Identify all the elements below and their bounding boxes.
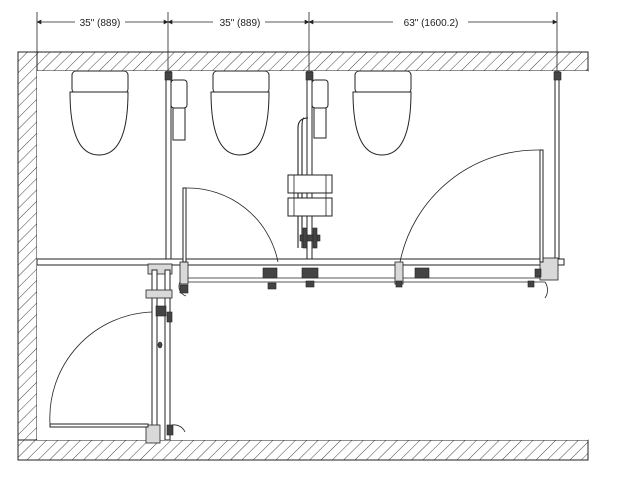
latch-icon bbox=[395, 280, 403, 288]
dimension-label-stall-2: 35" (889) bbox=[220, 18, 261, 29]
hardware bbox=[179, 267, 542, 294]
hinge-icon bbox=[179, 284, 189, 294]
hinge-icon bbox=[534, 268, 542, 278]
toilets bbox=[69, 70, 412, 156]
hinge-icon bbox=[301, 267, 319, 279]
partition-panel-1 bbox=[165, 70, 172, 262]
door-swing-icon bbox=[49, 311, 153, 428]
door-swing-icon bbox=[544, 281, 548, 299]
stall-doors bbox=[178, 149, 548, 299]
door-swing-icon bbox=[399, 149, 544, 263]
latch-icon bbox=[414, 267, 430, 279]
front-headrail bbox=[36, 257, 565, 285]
grab-bar-icon bbox=[287, 117, 333, 249]
back-wall bbox=[17, 51, 589, 72]
partition-panel-2 bbox=[306, 70, 313, 262]
dimension-label-stall-1: 35" (889) bbox=[80, 18, 121, 29]
door-swing-icon bbox=[182, 187, 279, 263]
door-swing-icon bbox=[171, 424, 186, 433]
paper-dispenser-icon bbox=[170, 79, 188, 141]
left-wall bbox=[17, 51, 38, 461]
partition-panel-3 bbox=[554, 70, 560, 262]
entry-stall bbox=[49, 263, 186, 444]
front-wall bbox=[17, 439, 589, 461]
latch-icon bbox=[267, 282, 277, 290]
dimension-label-stall-3: 63" (1600.2) bbox=[404, 18, 459, 29]
dimension-lines: 35" (889) 35" (889) 63" (1600.2) bbox=[36, 12, 558, 80]
latch-icon bbox=[527, 280, 535, 288]
hinge-icon bbox=[262, 267, 278, 279]
toilet-icon bbox=[352, 70, 412, 156]
latch-icon bbox=[305, 280, 315, 288]
toilet-icon bbox=[69, 70, 129, 156]
paper-dispensers bbox=[170, 79, 329, 141]
toilet-icon bbox=[210, 70, 270, 156]
paper-dispenser-icon bbox=[311, 79, 329, 139]
